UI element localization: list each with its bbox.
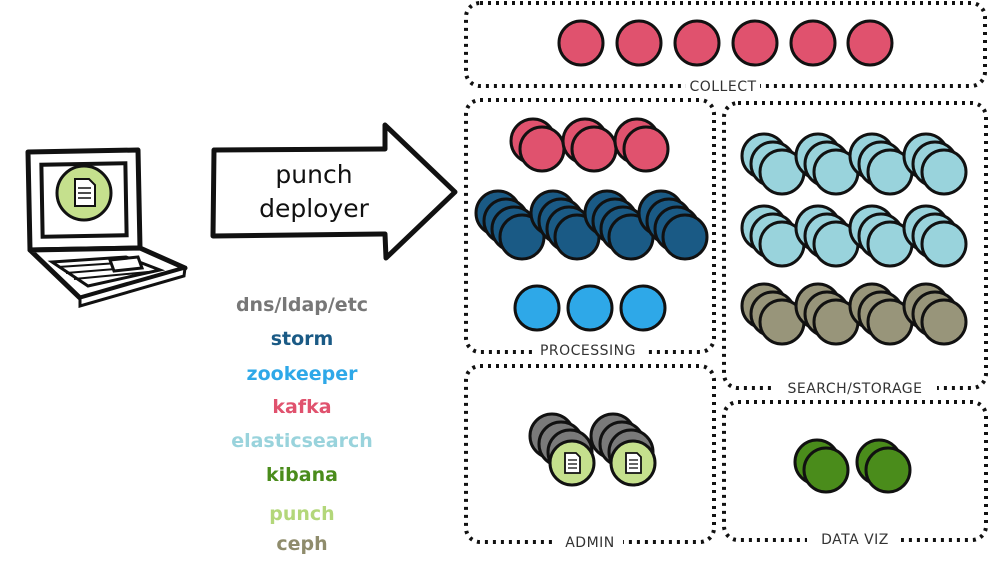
elasticsearch-node <box>920 220 968 268</box>
panel-label-processing: PROCESSING <box>540 343 636 359</box>
legend-item: ceph <box>276 533 327 555</box>
ceph-node <box>920 298 968 346</box>
legend-item: zookeeper <box>247 363 359 385</box>
processing-nodes <box>474 117 709 332</box>
panel-label-collect: COLLECT <box>689 79 756 95</box>
laptop-icon <box>25 147 188 308</box>
panel-collect: COLLECT <box>464 1 987 96</box>
legend-item: storm <box>271 328 334 350</box>
collect-nodes <box>557 19 894 67</box>
kibana-node <box>864 446 912 494</box>
zookeeper-node <box>619 284 667 332</box>
panel-label-admin: ADMIN <box>565 535 615 551</box>
right-arrow-icon <box>210 122 458 261</box>
legend: dns/ldap/etc storm zookeeper kafka elasticse… <box>231 294 373 555</box>
kafka-node <box>570 125 618 173</box>
kafka-node <box>557 19 605 67</box>
legend-item: kafka <box>272 396 331 418</box>
storm-node <box>661 213 709 261</box>
search-storage-nodes <box>740 132 968 346</box>
arrow-label-line2: deployer <box>259 194 370 223</box>
document-icon <box>625 452 642 474</box>
kafka-node <box>518 125 566 173</box>
panel-admin: ADMIN <box>464 364 716 552</box>
kibana-node <box>802 446 850 494</box>
panel-data-viz: DATA VIZ <box>722 400 988 549</box>
legend-item: elasticsearch <box>231 430 373 452</box>
deployer-arrow: punch deployer <box>210 122 458 261</box>
kafka-node <box>789 19 837 67</box>
document-icon <box>564 452 581 474</box>
elasticsearch-node <box>920 148 968 196</box>
zookeeper-node <box>513 284 561 332</box>
arrow-label-line1: punch <box>275 160 352 189</box>
data-viz-nodes <box>793 438 912 494</box>
kafka-node <box>615 19 663 67</box>
zookeeper-node <box>566 284 614 332</box>
panel-processing: PROCESSING <box>464 98 716 361</box>
kafka-node <box>846 19 894 67</box>
legend-item: dns/ldap/etc <box>236 294 368 316</box>
panel-label-search-storage: SEARCH/STORAGE <box>787 381 922 397</box>
admin-nodes <box>528 412 657 487</box>
laptop-document-icon <box>55 164 113 222</box>
kafka-node <box>673 19 721 67</box>
legend-item: kibana <box>266 464 338 486</box>
kafka-node <box>622 125 670 173</box>
panel-label-data-viz: DATA VIZ <box>821 532 889 548</box>
kafka-node <box>731 19 779 67</box>
legend-item: punch <box>269 503 334 525</box>
panel-search-storage: SEARCH/STORAGE <box>722 101 988 398</box>
